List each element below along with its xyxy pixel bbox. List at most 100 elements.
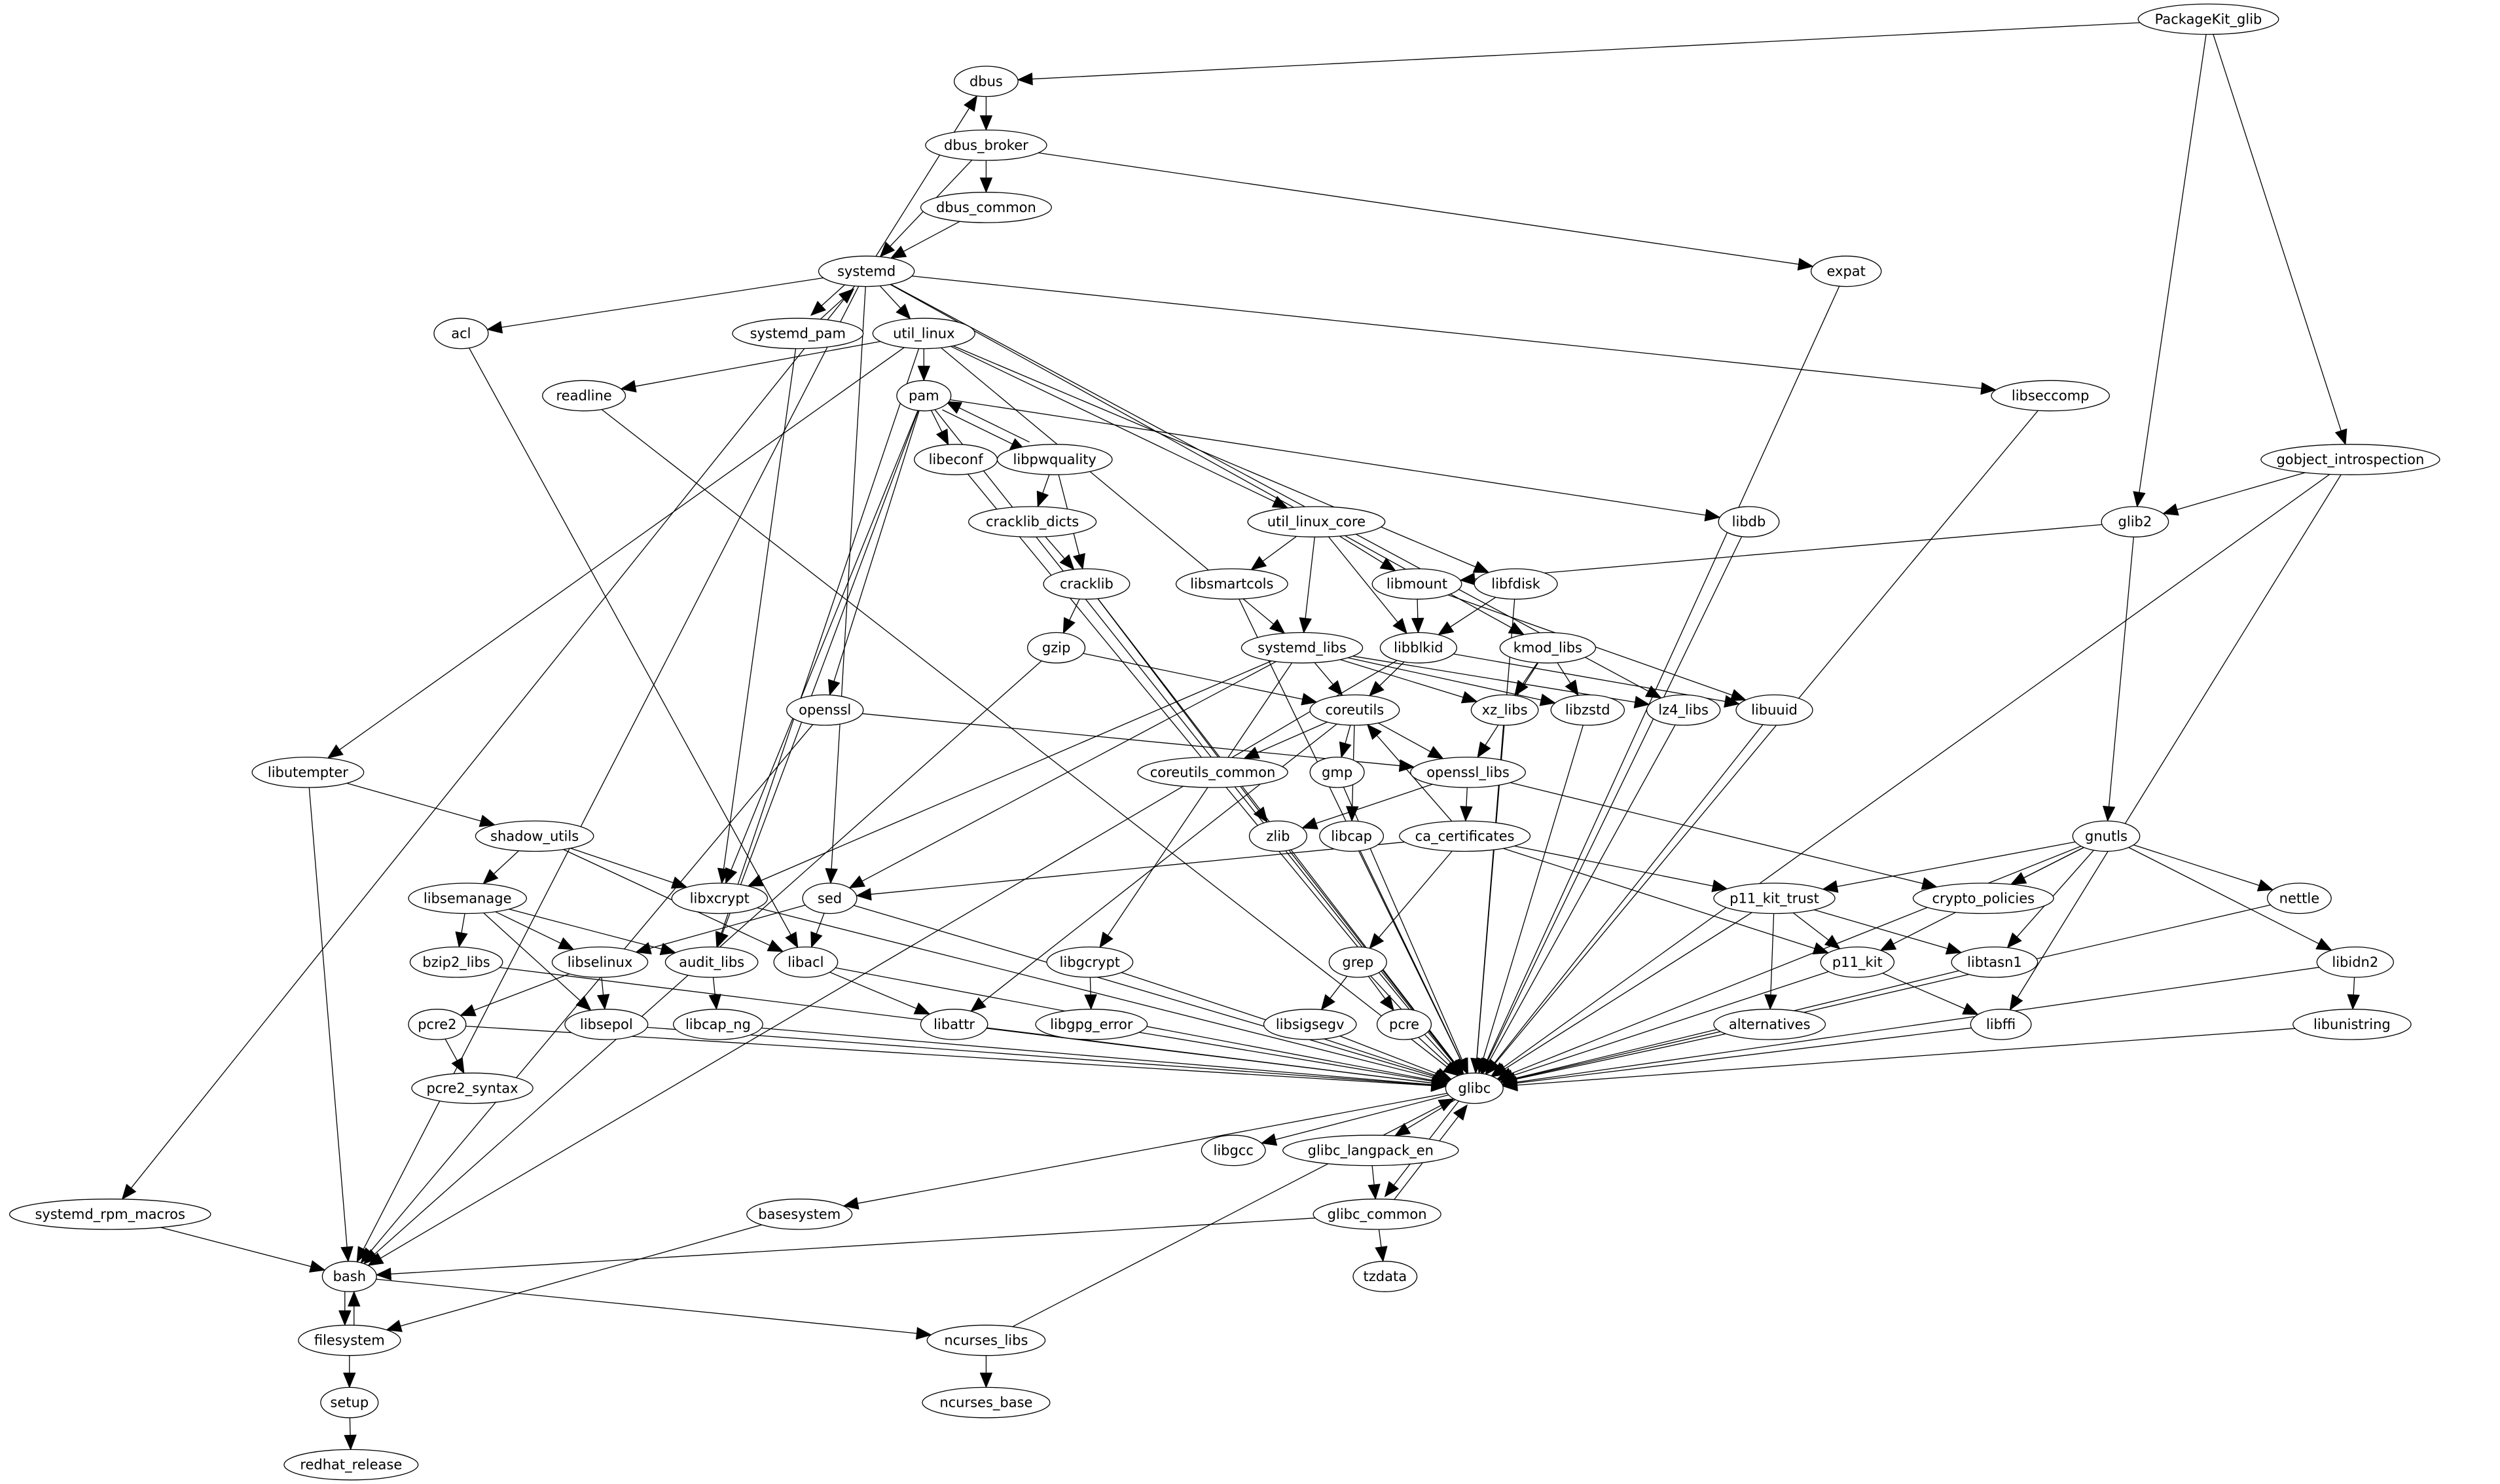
node-util_linux[interactable]: util_linux: [872, 317, 975, 350]
node-libpwquality[interactable]: libpwquality: [996, 444, 1113, 475]
arrowhead-icon: [1320, 994, 1335, 1011]
node-ca_certificates[interactable]: ca_certificates: [1399, 820, 1531, 852]
node-gnutls[interactable]: gnutls: [2072, 820, 2141, 852]
node-expat[interactable]: expat: [1810, 255, 1882, 287]
node-cracklib_dicts[interactable]: cracklib_dicts: [968, 506, 1097, 537]
node-openssl_libs[interactable]: openssl_libs: [1410, 756, 1526, 788]
node-libattr[interactable]: libattr: [920, 1009, 988, 1040]
node-redhat_release[interactable]: redhat_release: [283, 1449, 419, 1481]
node-coreutils_common[interactable]: coreutils_common: [1137, 756, 1288, 788]
node-systemd_rpm_macros[interactable]: systemd_rpm_macros: [9, 1199, 211, 1230]
node-util_linux_core[interactable]: util_linux_core: [1247, 506, 1386, 537]
node-label: libacl: [788, 954, 824, 970]
node-crypto_policies[interactable]: crypto_policies: [1912, 882, 2054, 914]
node-setup[interactable]: setup: [320, 1386, 379, 1419]
node-p11_kit[interactable]: p11_kit: [1820, 946, 1895, 978]
node-libutempter[interactable]: libutempter: [251, 756, 365, 788]
node-openssl[interactable]: openssl: [786, 694, 864, 726]
node-systemd_pam[interactable]: systemd_pam: [732, 317, 864, 350]
node-basesystem[interactable]: basesystem: [746, 1199, 853, 1230]
node-libzstd[interactable]: libzstd: [1550, 694, 1625, 726]
node-libacl[interactable]: libacl: [773, 946, 839, 978]
node-libgcc[interactable]: libgcc: [1201, 1134, 1266, 1167]
node-systemd_libs[interactable]: systemd_libs: [1241, 632, 1364, 664]
node-libtasn1[interactable]: libtasn1: [1951, 946, 2038, 978]
node-grep[interactable]: grep: [1328, 946, 1387, 978]
edge-line: [854, 905, 1436, 1077]
node-lz4_libs[interactable]: lz4_libs: [1646, 694, 1721, 726]
node-glibc_common[interactable]: glibc_common: [1313, 1199, 1441, 1230]
node-libeconf[interactable]: libeconf: [914, 444, 998, 475]
edge-libunistring-to-glibc: [1502, 1028, 2296, 1092]
node-libcap_ng[interactable]: libcap_ng: [672, 1009, 763, 1040]
node-libcap[interactable]: libcap: [1319, 820, 1385, 852]
node-libgcrypt[interactable]: libgcrypt: [1046, 946, 1134, 978]
node-pcre2[interactable]: pcre2: [408, 1009, 467, 1040]
node-pcre[interactable]: pcre: [1376, 1009, 1432, 1040]
node-glib2[interactable]: glib2: [2101, 506, 2169, 537]
edge-line: [942, 409, 1013, 444]
node-gobject_introspection[interactable]: gobject_introspection: [2260, 444, 2440, 475]
node-libsemanage[interactable]: libsemanage: [408, 882, 528, 914]
node-coreutils[interactable]: coreutils: [1309, 694, 1400, 726]
node-zlib[interactable]: zlib: [1248, 820, 1307, 852]
node-ncurses_base[interactable]: ncurses_base: [922, 1386, 1051, 1419]
node-libblkid[interactable]: libblkid: [1379, 632, 1458, 664]
node-libmount[interactable]: libmount: [1371, 568, 1462, 600]
node-libdb[interactable]: libdb: [1718, 506, 1780, 537]
node-audit_libs[interactable]: audit_libs: [664, 946, 759, 978]
arrowhead-icon: [1059, 554, 1075, 570]
node-libfdisk[interactable]: libfdisk: [1474, 568, 1558, 600]
node-label: glibc_common: [1328, 1206, 1427, 1223]
node-glibc[interactable]: glibc: [1445, 1072, 1504, 1104]
node-libgpg_error[interactable]: libgpg_error: [1035, 1009, 1148, 1040]
node-libsmartcols[interactable]: libsmartcols: [1175, 568, 1288, 600]
node-dbus[interactable]: dbus: [953, 65, 1019, 98]
node-libsepol[interactable]: libsepol: [564, 1009, 649, 1040]
node-ncurses_libs[interactable]: ncurses_libs: [926, 1324, 1046, 1356]
node-dbus_broker[interactable]: dbus_broker: [925, 129, 1047, 161]
node-glibc_langpack_en[interactable]: glibc_langpack_en: [1282, 1134, 1459, 1167]
node-libunistring[interactable]: libunistring: [2292, 1009, 2412, 1040]
node-nettle[interactable]: nettle: [2266, 882, 2332, 914]
node-gzip[interactable]: gzip: [1027, 632, 1086, 664]
node-kmod_libs[interactable]: kmod_libs: [1499, 632, 1597, 664]
node-ellipse: [1282, 1134, 1459, 1167]
node-acl[interactable]: acl: [433, 317, 489, 350]
node-ellipse: [1550, 694, 1625, 726]
node-p11_kit_trust[interactable]: p11_kit_trust: [1713, 882, 1836, 914]
node-systemd[interactable]: systemd: [818, 255, 915, 287]
node-libselinux[interactable]: libselinux: [551, 946, 649, 978]
node-alternatives[interactable]: alternatives: [1713, 1009, 1826, 1040]
node-libxcrypt[interactable]: libxcrypt: [671, 882, 769, 914]
node-ellipse: [926, 1324, 1046, 1356]
edge-line: [952, 345, 1476, 568]
edge-gnutls-to-p11_kit_trust: [1822, 841, 2076, 893]
node-ellipse: [411, 1072, 534, 1104]
edge-openssl_libs-to-crypto_policies: [1510, 782, 1938, 890]
node-libuuid[interactable]: libuuid: [1735, 694, 1813, 726]
node-pcre2_syntax[interactable]: pcre2_syntax: [411, 1072, 534, 1104]
node-filesystem[interactable]: filesystem: [298, 1324, 401, 1356]
node-readline[interactable]: readline: [542, 380, 626, 412]
node-libidn2[interactable]: libidn2: [2316, 946, 2394, 978]
arrowhead-icon: [1472, 560, 1490, 573]
node-dbus_common[interactable]: dbus_common: [920, 192, 1052, 223]
node-libffi[interactable]: libffi: [1970, 1009, 2032, 1040]
node-shadow_utils[interactable]: shadow_utils: [475, 820, 594, 852]
edge-systemd_libs-to-libxcrypt: [747, 661, 1272, 887]
node-sed[interactable]: sed: [802, 882, 858, 914]
node-PackageKit_glib[interactable]: PackageKit_glib: [2137, 3, 2279, 35]
node-pam[interactable]: pam: [896, 380, 952, 412]
node-libseccomp[interactable]: libseccomp: [1991, 380, 2111, 412]
node-ellipse: [1646, 694, 1721, 726]
node-gmp[interactable]: gmp: [1309, 756, 1365, 788]
node-xz_libs[interactable]: xz_libs: [1470, 694, 1539, 726]
node-libsigsegv[interactable]: libsigsegv: [1263, 1009, 1357, 1040]
node-tzdata[interactable]: tzdata: [1352, 1261, 1418, 1292]
node-bzip2_libs[interactable]: bzip2_libs: [409, 946, 503, 978]
node-cracklib[interactable]: cracklib: [1043, 568, 1131, 600]
arrowhead-icon: [1455, 1057, 1468, 1075]
arrowhead-icon: [1375, 1246, 1388, 1263]
node-bash[interactable]: bash: [321, 1261, 377, 1292]
